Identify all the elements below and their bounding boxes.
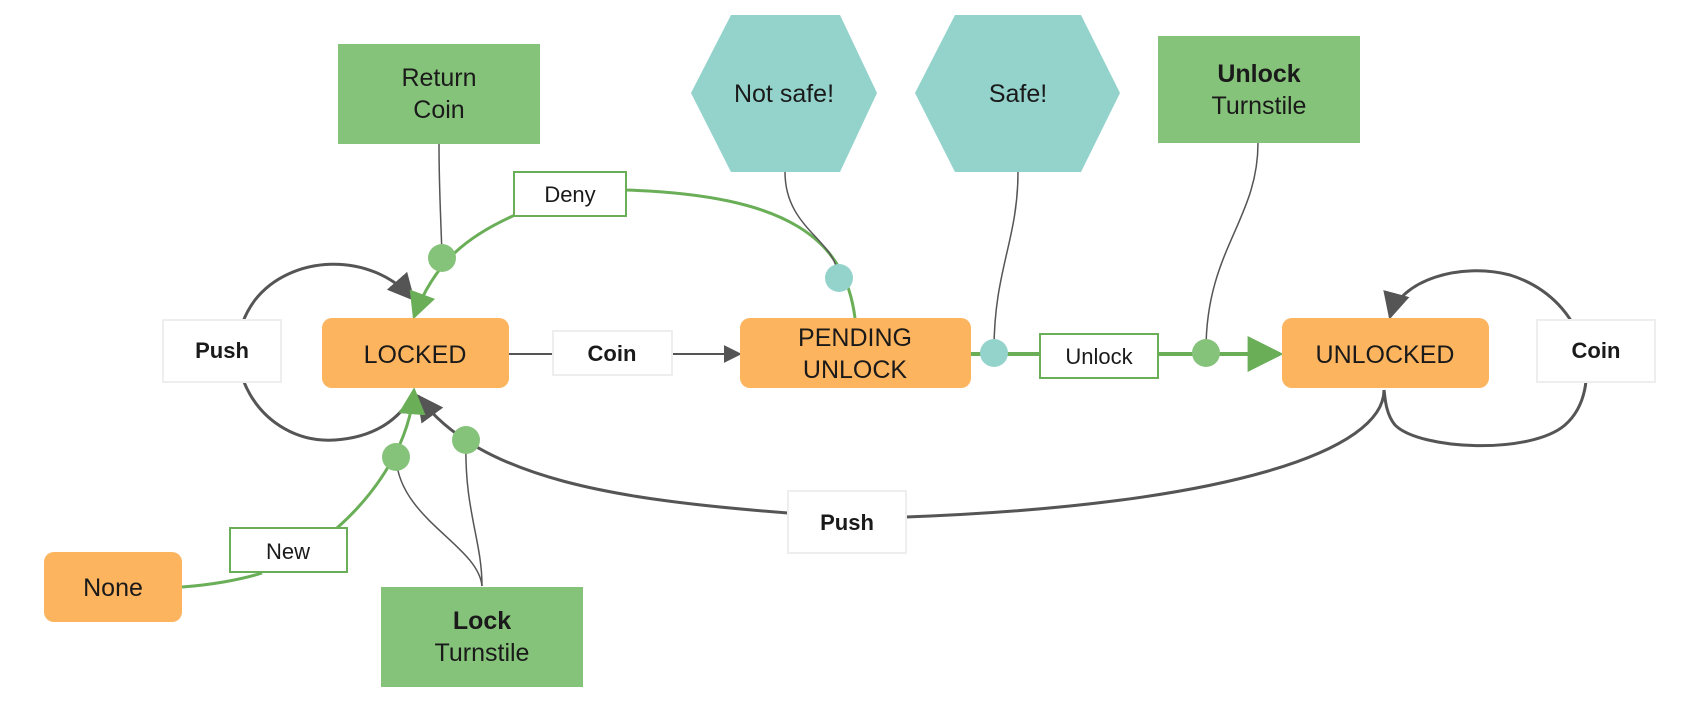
label-deny-text: Deny: [544, 182, 595, 207]
label-unlock-text: Unlock: [1065, 344, 1133, 369]
label-push-locked-loop: Push: [162, 319, 282, 383]
action-return-coin: Return Coin: [338, 44, 540, 144]
label-new-text: New: [266, 539, 310, 564]
action-lock-turnstile-line1: Lock: [453, 607, 511, 635]
connector-safe: [993, 171, 1019, 351]
label-coin-unlocked-loop-text: Coin: [1572, 338, 1621, 363]
state-none-label: None: [83, 574, 143, 602]
action-unlock-turnstile-line2: Turnstile: [1212, 92, 1307, 120]
guard-not-safe-label: Not safe!: [734, 80, 834, 108]
state-none: None: [44, 552, 182, 622]
label-deny: Deny: [513, 171, 627, 217]
edge-coin-unlocked-loop: [1382, 269, 1588, 448]
label-coin-unlocked-loop: Coin: [1536, 319, 1656, 383]
label-unlock: Unlock: [1039, 333, 1159, 379]
label-coin-locked-pending-text: Coin: [588, 341, 637, 366]
edge-deny-2: [409, 213, 516, 320]
edge-deny: [624, 188, 857, 319]
action-unlock-turnstile: Unlock Turnstile: [1158, 36, 1360, 143]
state-pending-line1: PENDING: [798, 324, 912, 352]
state-pending-unlock: PENDING UNLOCK: [740, 318, 971, 388]
action-return-coin-line2: Coin: [413, 96, 464, 124]
label-new: New: [229, 527, 348, 573]
edge-push-unlocked-locked-2: [416, 393, 789, 515]
edge-push-unlocked-locked: [905, 389, 1386, 519]
guard-not-safe: Not safe!: [691, 15, 877, 172]
connector-lock-turnstile-b: [395, 457, 483, 587]
connector-lock-turnstile-a: [465, 439, 483, 587]
dot-unlock-turnstile: [1192, 339, 1220, 367]
action-unlock-turnstile-line1: Unlock: [1217, 60, 1300, 88]
dot-safe: [980, 339, 1008, 367]
dot-not-safe: [825, 264, 853, 292]
label-push-locked-loop-text: Push: [195, 338, 249, 363]
state-pending-line2: UNLOCK: [803, 356, 908, 384]
label-coin-locked-pending: Coin: [552, 330, 673, 376]
action-lock-turnstile-line2: Turnstile: [435, 639, 530, 667]
dot-return-coin: [428, 244, 456, 272]
connector-return-coin: [438, 143, 443, 258]
label-push-unlocked-locked: Push: [787, 490, 907, 554]
dot-lock-turnstile-a: [452, 426, 480, 454]
edge-new: [181, 571, 263, 589]
guard-safe-label: Safe!: [989, 80, 1047, 108]
state-locked-label: LOCKED: [364, 341, 467, 369]
state-unlocked: UNLOCKED: [1282, 318, 1489, 388]
guard-safe: Safe!: [915, 15, 1120, 172]
action-return-coin-line1: Return: [401, 64, 476, 92]
state-unlocked-label: UNLOCKED: [1316, 341, 1455, 369]
action-lock-turnstile: Lock Turnstile: [381, 587, 583, 687]
dot-lock-turnstile-b: [382, 443, 410, 471]
label-push-unlocked-locked-text: Push: [820, 510, 874, 535]
connector-unlock-turnstile: [1205, 142, 1259, 351]
state-locked: LOCKED: [322, 318, 509, 388]
